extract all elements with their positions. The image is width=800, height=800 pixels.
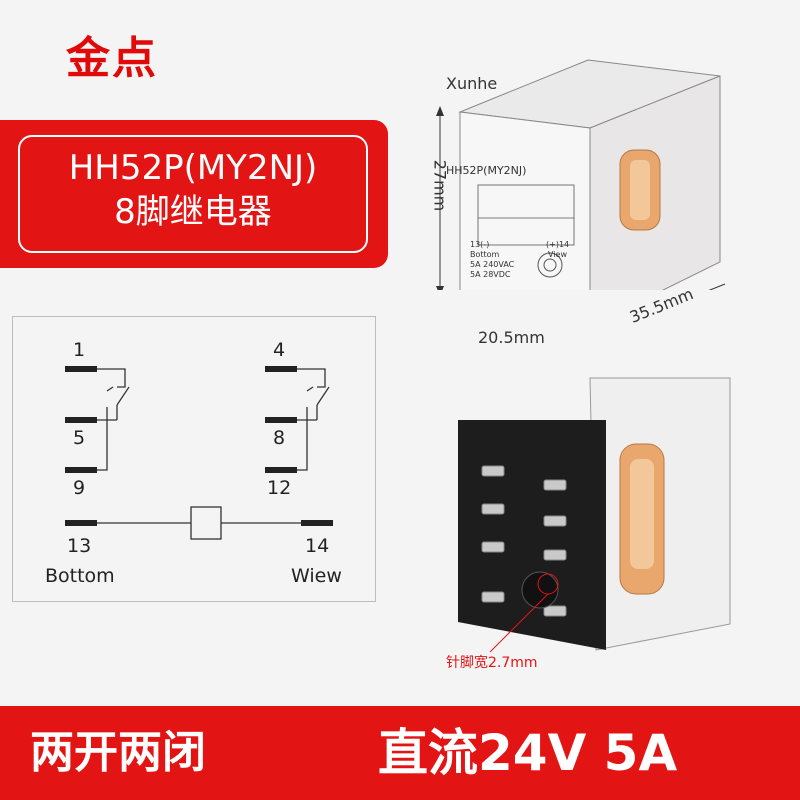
pin-label-8: 8: [273, 427, 286, 449]
relay-bottom-image: [458, 377, 731, 653]
pin-9-bar: [65, 467, 97, 473]
brand-on-relay: Xunhe: [446, 74, 498, 93]
contact-type: 两开两闭: [30, 727, 206, 778]
relay-rating-ac: 5A 240VAC: [470, 260, 515, 269]
model-banner: HH52P(MY2NJ) 8脚继电器: [0, 120, 388, 268]
view-label: Wiew: [291, 565, 342, 587]
relay-front-image: [436, 59, 726, 290]
pin-label-4: 4: [273, 339, 286, 361]
coil-symbol: [190, 506, 222, 540]
pin-width-note: 针脚宽2.7mm: [446, 655, 538, 671]
relay-view: View: [548, 250, 567, 259]
model-banner-frame: HH52P(MY2NJ) 8脚继电器: [18, 135, 368, 253]
model-description: 8脚继电器: [114, 192, 272, 232]
relay-rating-dc: 5A 28VDC: [470, 270, 511, 279]
pin-4-bar: [265, 366, 297, 372]
pin-label-13: 13: [67, 535, 92, 557]
pin-12-bar: [265, 467, 297, 473]
bottom-label: Bottom: [45, 565, 115, 587]
relay-pins: [481, 465, 567, 617]
pin-label-9: 9: [73, 477, 86, 499]
wiring-diagram-lines: [65, 366, 333, 540]
brand-title: 金点: [66, 33, 158, 84]
model-on-relay: HH52P(MY2NJ): [446, 164, 527, 177]
model-code: HH52P(MY2NJ): [68, 148, 318, 188]
wiring-diagram: 1 5 9 4 8 12 13 14 Bottom Wiew: [12, 316, 376, 602]
relay-pin13: 13(-): [470, 240, 490, 249]
pin-13-bar: [65, 520, 97, 526]
pin-label-14: 14: [305, 535, 330, 557]
pin-1-bar: [65, 366, 97, 372]
pin-label-5: 5: [73, 427, 86, 449]
depth-dimension: 35.5mm: [626, 284, 696, 327]
pin-14-bar: [301, 520, 333, 526]
height-dimension: 27mm: [430, 159, 450, 212]
pin-8-bar: [265, 417, 297, 423]
width-dimension: 20.5mm: [478, 328, 545, 347]
voltage-rating: 直流24V 5A: [378, 724, 678, 782]
pin-label-1: 1: [73, 339, 86, 361]
pin-label-12: 12: [267, 477, 292, 499]
footer-bar: 两开两闭 直流24V 5A: [0, 706, 800, 800]
relay-bottom: Bottom: [470, 250, 500, 259]
relay-pin14: (+)14: [546, 240, 570, 249]
pin-5-bar: [65, 417, 97, 423]
